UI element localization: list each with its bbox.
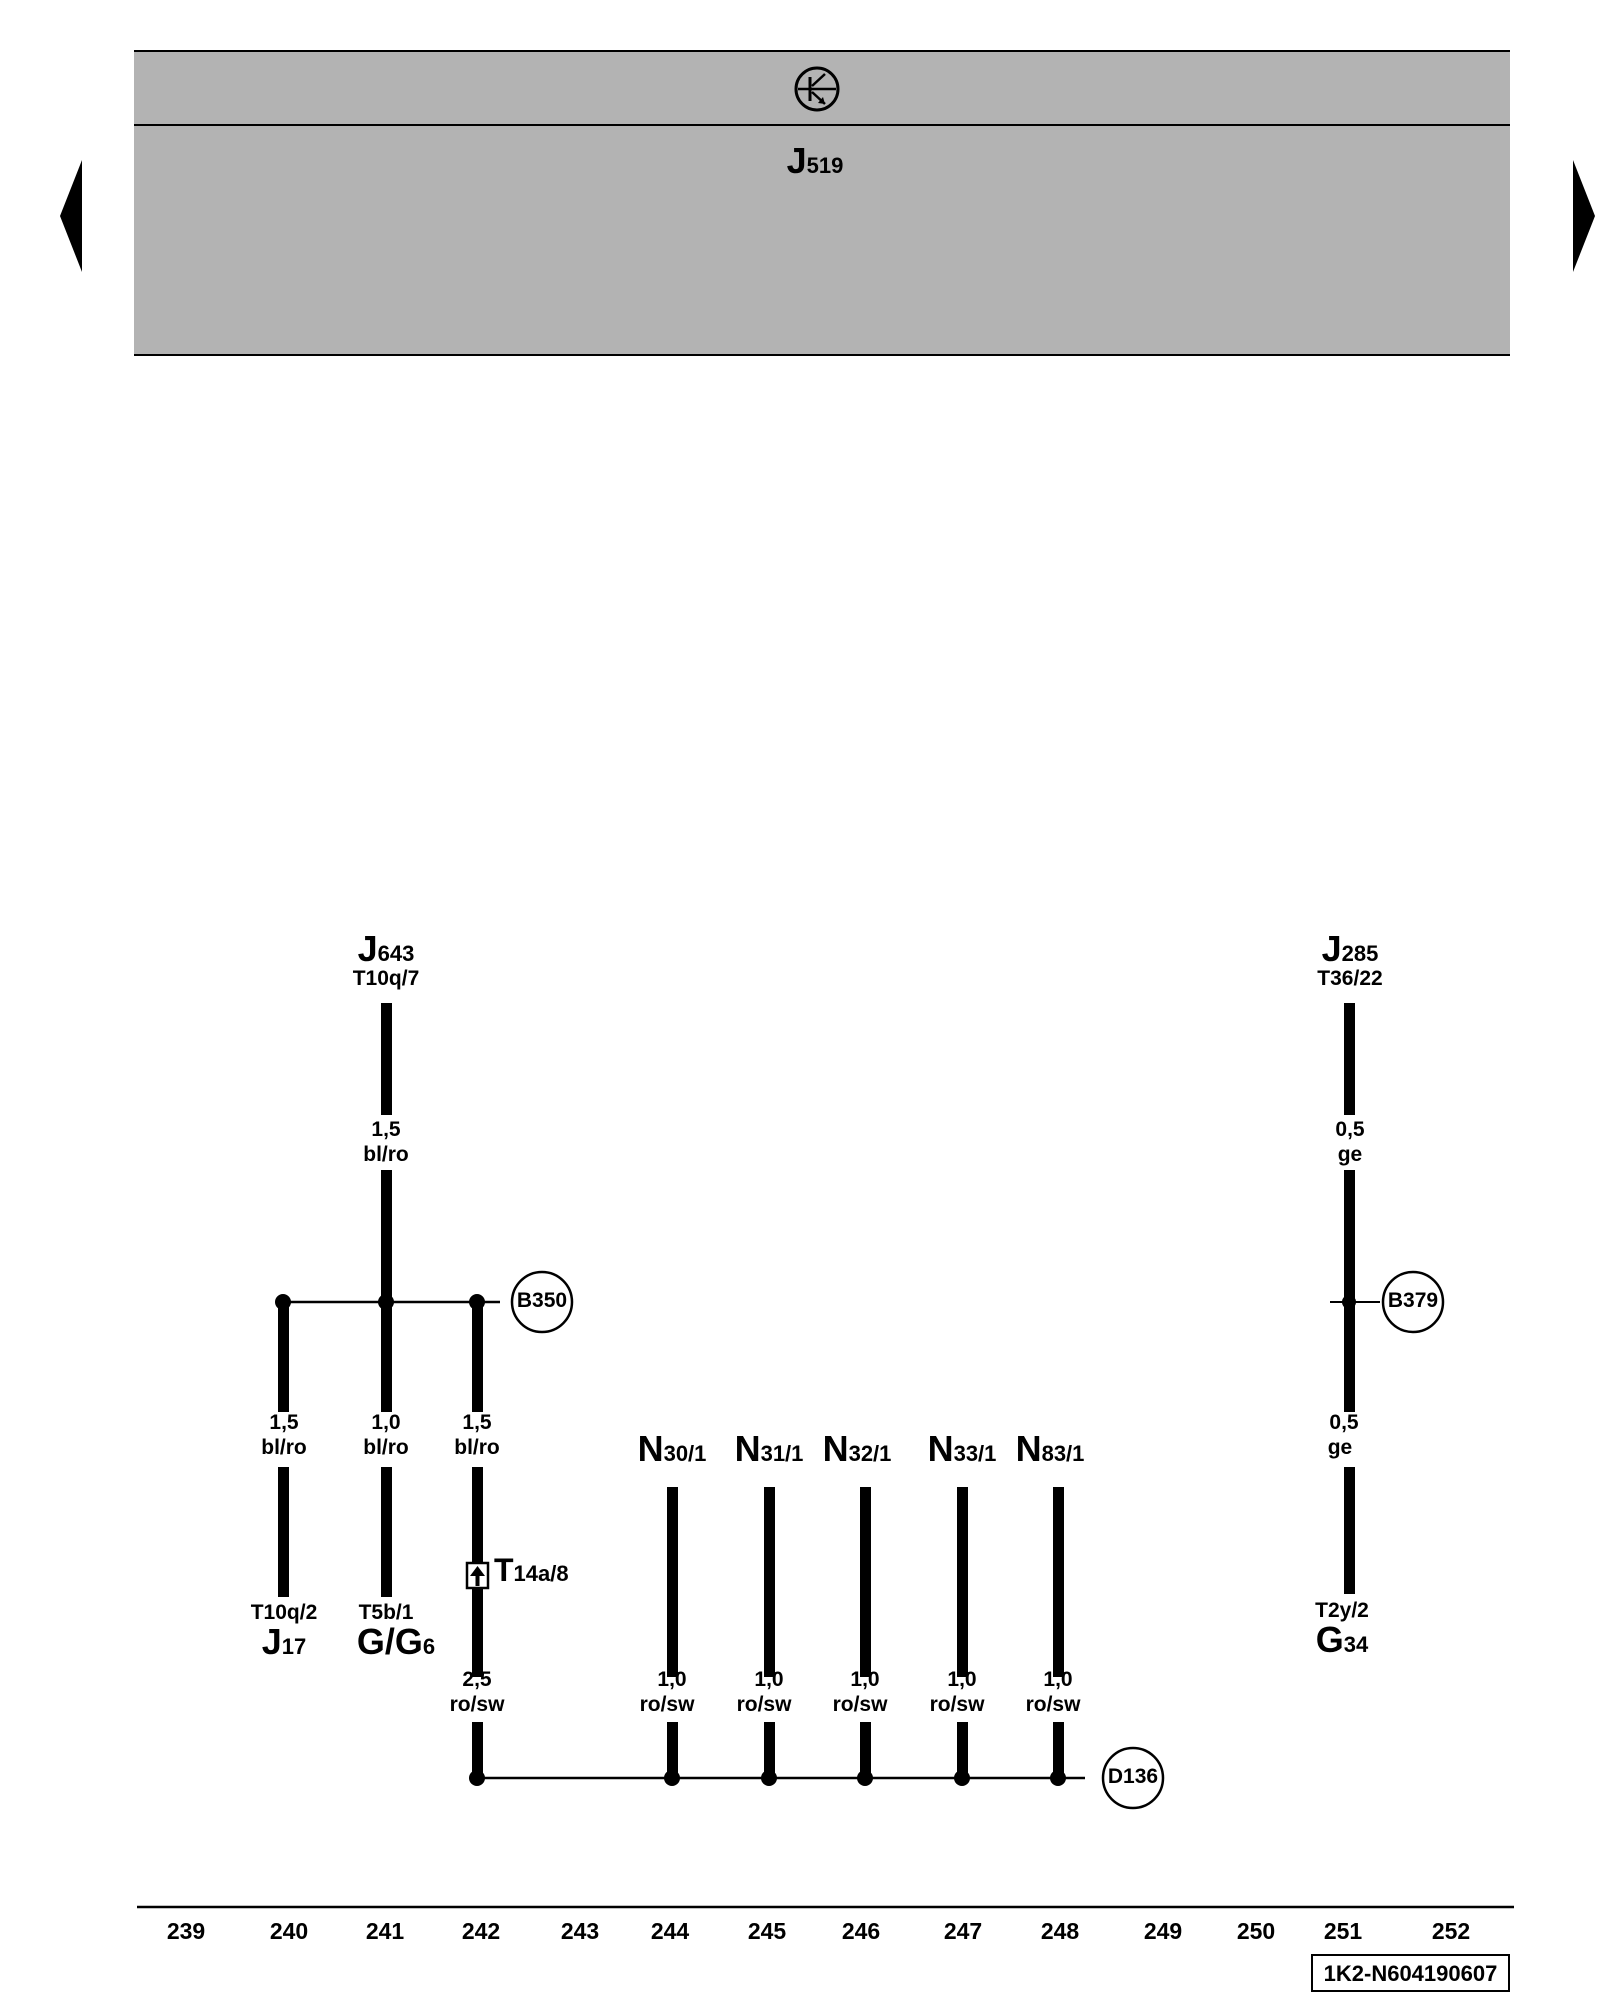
wire-j285 (1344, 1003, 1355, 1115)
ruler-number: 248 (1040, 1918, 1080, 1944)
wire-size-label: 2,5 (462, 1668, 492, 1691)
wire-color-label: bl/ro (261, 1436, 307, 1459)
wire-color-label: bl/ro (363, 1143, 409, 1166)
wire-n30 (667, 1487, 678, 1677)
component-n32-1: N32/1 (822, 1428, 892, 1469)
ruler-number: 245 (747, 1918, 787, 1944)
wire-n32 (860, 1487, 871, 1677)
wire-branch-2 (381, 1302, 392, 1412)
ruler-number: 242 (461, 1918, 501, 1944)
wire-color-label: ro/sw (639, 1693, 695, 1716)
component-j643: J643 (357, 928, 415, 969)
wire-n33 (957, 1487, 968, 1677)
wire-size-label: 1,5 (462, 1411, 492, 1434)
wire-branch-1 (278, 1302, 289, 1412)
wire-feed-lower (472, 1722, 483, 1778)
splice-b379-label: B379 (1387, 1289, 1439, 1312)
ruler-number: 251 (1323, 1918, 1363, 1944)
wire-color-label: bl/ro (454, 1436, 500, 1459)
wire-branch-2-lower (381, 1467, 392, 1597)
wire-j643-lower (381, 1170, 392, 1302)
ruler-number: 252 (1431, 1918, 1471, 1944)
splice-b350-label: B350 (516, 1289, 568, 1312)
triangle-left-icon[interactable] (60, 160, 82, 272)
doc-id-box (1311, 1954, 1510, 1992)
pin-label: T2y/2 (1315, 1599, 1369, 1622)
component-n31-1: N31/1 (734, 1428, 804, 1469)
ruler-number: 241 (365, 1918, 405, 1944)
wire-j643 (381, 1003, 392, 1115)
component-n83-1: N83/1 (1015, 1428, 1085, 1469)
ruler-number: 244 (650, 1918, 690, 1944)
component-j17: J17 (261, 1621, 307, 1662)
wire-color-label: ge (1327, 1436, 1353, 1459)
header-component-label: J519 (786, 140, 844, 181)
ruler-number: 246 (841, 1918, 881, 1944)
wire-size-label: 1,5 (269, 1411, 299, 1434)
wire-branch-3 (472, 1302, 483, 1412)
wire-color-label: ro/sw (736, 1693, 792, 1716)
splice-b379-circle (1381, 1270, 1445, 1334)
ruler-number: 243 (560, 1918, 600, 1944)
doc-id-label: 1K2-N604190607 (1323, 1961, 1498, 1986)
wire-size-label: 0,5 (1335, 1118, 1365, 1141)
pin-label: T10q/2 (250, 1601, 318, 1624)
wire-color-label: ro/sw (1025, 1693, 1081, 1716)
splice-d136-circle (1101, 1746, 1165, 1810)
wire-size-label: 0,5 (1329, 1411, 1359, 1434)
ruler-number: 247 (943, 1918, 983, 1944)
wire-size-label: 1,0 (850, 1668, 880, 1691)
wire-color-label: bl/ro (363, 1436, 409, 1459)
splice-b350-circle (510, 1270, 574, 1334)
wire-n31 (764, 1487, 775, 1677)
ruler-number: 250 (1236, 1918, 1276, 1944)
ruler-number: 240 (269, 1918, 309, 1944)
wire-size-label: 1,0 (1043, 1668, 1073, 1691)
triangle-right-icon[interactable] (1573, 160, 1595, 272)
component-g34: G34 (1315, 1619, 1369, 1660)
wire-color-label: ro/sw (832, 1693, 888, 1716)
wire-size-label: 1,0 (657, 1668, 687, 1691)
bus-transistor-icon (794, 66, 840, 112)
header-divider (134, 124, 1510, 126)
wire-color-label: ge (1337, 1143, 1363, 1166)
wire-size-label: 1,5 (371, 1118, 401, 1141)
component-n33-1: N33/1 (927, 1428, 997, 1469)
pin-label: T10q/7 (352, 967, 420, 990)
pin-label: T36/22 (1317, 967, 1383, 990)
ruler-number: 249 (1143, 1918, 1183, 1944)
wire-size-label: 1,0 (754, 1668, 784, 1691)
wire-color-label: ro/sw (929, 1693, 985, 1716)
ruler-number: 239 (166, 1918, 206, 1944)
connector-icon (465, 1561, 490, 1590)
pin-label: T5b/1 (358, 1601, 414, 1624)
wire-size-label: 1,0 (947, 1668, 977, 1691)
splice-d136-label: D136 (1107, 1765, 1159, 1788)
component-g-g6: G/G6 (356, 1621, 436, 1662)
wire-size-label: 1,0 (371, 1411, 401, 1434)
wire-color-label: ro/sw (449, 1693, 505, 1716)
connector-t14a-label: T14a/8 (494, 1552, 569, 1588)
component-n30-1: N30/1 (637, 1428, 707, 1469)
wire-n83 (1053, 1487, 1064, 1677)
component-j285: J285 (1321, 928, 1379, 969)
wire-branch-1-lower (278, 1467, 289, 1597)
